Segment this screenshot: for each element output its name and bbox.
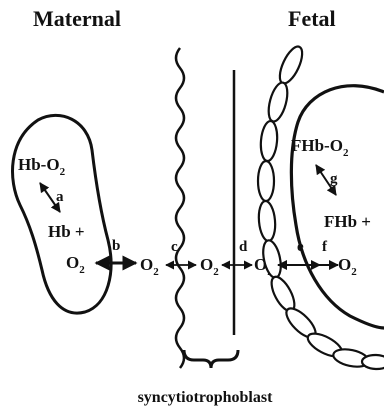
step-b-label: b <box>112 238 120 254</box>
maternal-hb-plus-label: Hb + <box>48 222 85 241</box>
maternal-red-blood-cell <box>13 115 112 313</box>
step-f-label: f <box>322 239 328 255</box>
syncytiotrophoblast-brace <box>184 350 238 368</box>
step-d-label: d <box>239 239 248 255</box>
oxygen-label-1: O2 <box>140 255 159 278</box>
oxygen-label-2: O2 <box>200 255 219 278</box>
fetal-fhb-plus-label: FHb + <box>324 212 371 231</box>
microvillous-membrane <box>176 48 184 368</box>
maternal-hbo2-label: Hb-O2 <box>18 155 66 178</box>
fetal-o2-label: O2 <box>338 255 357 278</box>
fetal-fhbo2-label: FHb-O2 <box>291 136 349 159</box>
maternal-o2-label: O2 <box>66 253 85 276</box>
step-c-label: c <box>171 239 178 255</box>
fetal-red-blood-cell <box>291 86 384 328</box>
syncytiotrophoblast-label: syncytiotrophoblast <box>138 389 274 406</box>
step-a-label: a <box>56 189 64 205</box>
fetal-heading: Fetal <box>288 6 336 31</box>
step-e-label: e <box>297 239 304 255</box>
maternal-heading: Maternal <box>33 6 121 31</box>
step-g-label: g <box>330 171 338 187</box>
